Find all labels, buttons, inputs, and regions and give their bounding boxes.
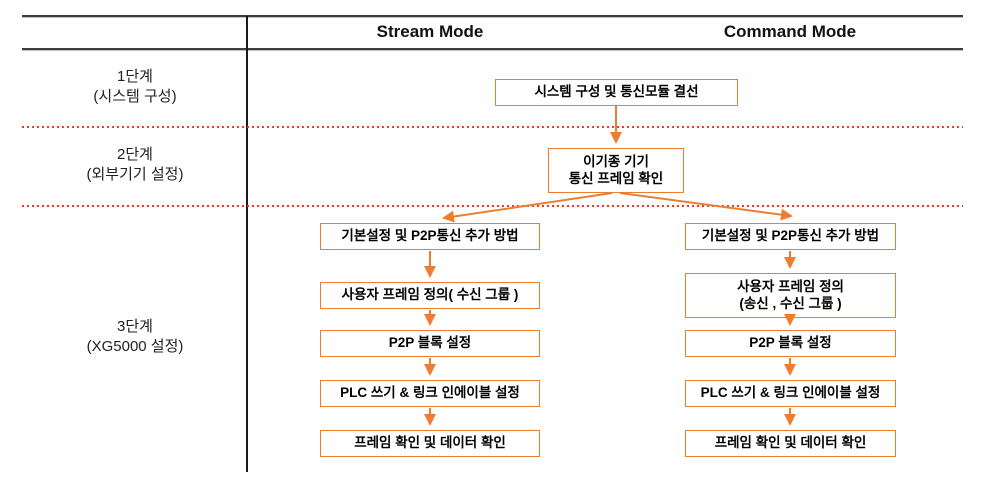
node-frame-check: 이기종 기기 통신 프레임 확인 <box>548 148 684 193</box>
stream-step-plc-write: PLC 쓰기 & 링크 인에이블 설정 <box>320 380 540 407</box>
column-header-stream-mode: Stream Mode <box>376 22 484 41</box>
stage-label-2: 2단계 (외부기기 설정) <box>86 146 184 183</box>
node-system-config: 시스템 구성 및 통신모듈 결선 <box>495 79 738 106</box>
command-step-basic-setting: 기본설정 및 P2P통신 추가 방법 <box>685 223 896 250</box>
command-step-frame-data-check: 프레임 확인 및 데이터 확인 <box>685 430 896 457</box>
stream-step-basic-setting: 기본설정 및 P2P통신 추가 방법 <box>320 223 540 250</box>
column-header-command-mode: Command Mode <box>723 22 857 41</box>
stage1-stage2-dotted-divider <box>22 126 963 128</box>
stage2-stage3-dotted-divider <box>22 205 963 207</box>
stream-step-p2p-block: P2P 블록 설정 <box>320 330 540 357</box>
stream-step-frame-data-check: 프레임 확인 및 데이터 확인 <box>320 430 540 457</box>
command-step-user-frame: 사용자 프레임 정의 (송신 , 수신 그룹 ) <box>685 273 896 318</box>
command-step-plc-write: PLC 쓰기 & 링크 인에이블 설정 <box>685 380 896 407</box>
stage-column-divider <box>246 16 248 472</box>
stage-label-1: 1단계 (시스템 구성) <box>93 68 177 105</box>
header-bottom-rule <box>22 48 963 51</box>
command-step-p2p-block: P2P 블록 설정 <box>685 330 896 357</box>
stream-step-user-frame: 사용자 프레임 정의( 수신 그룹 ) <box>320 282 540 309</box>
top-rule <box>22 15 963 18</box>
stage-label-3: 3단계 (XG5000 설정) <box>86 318 184 355</box>
